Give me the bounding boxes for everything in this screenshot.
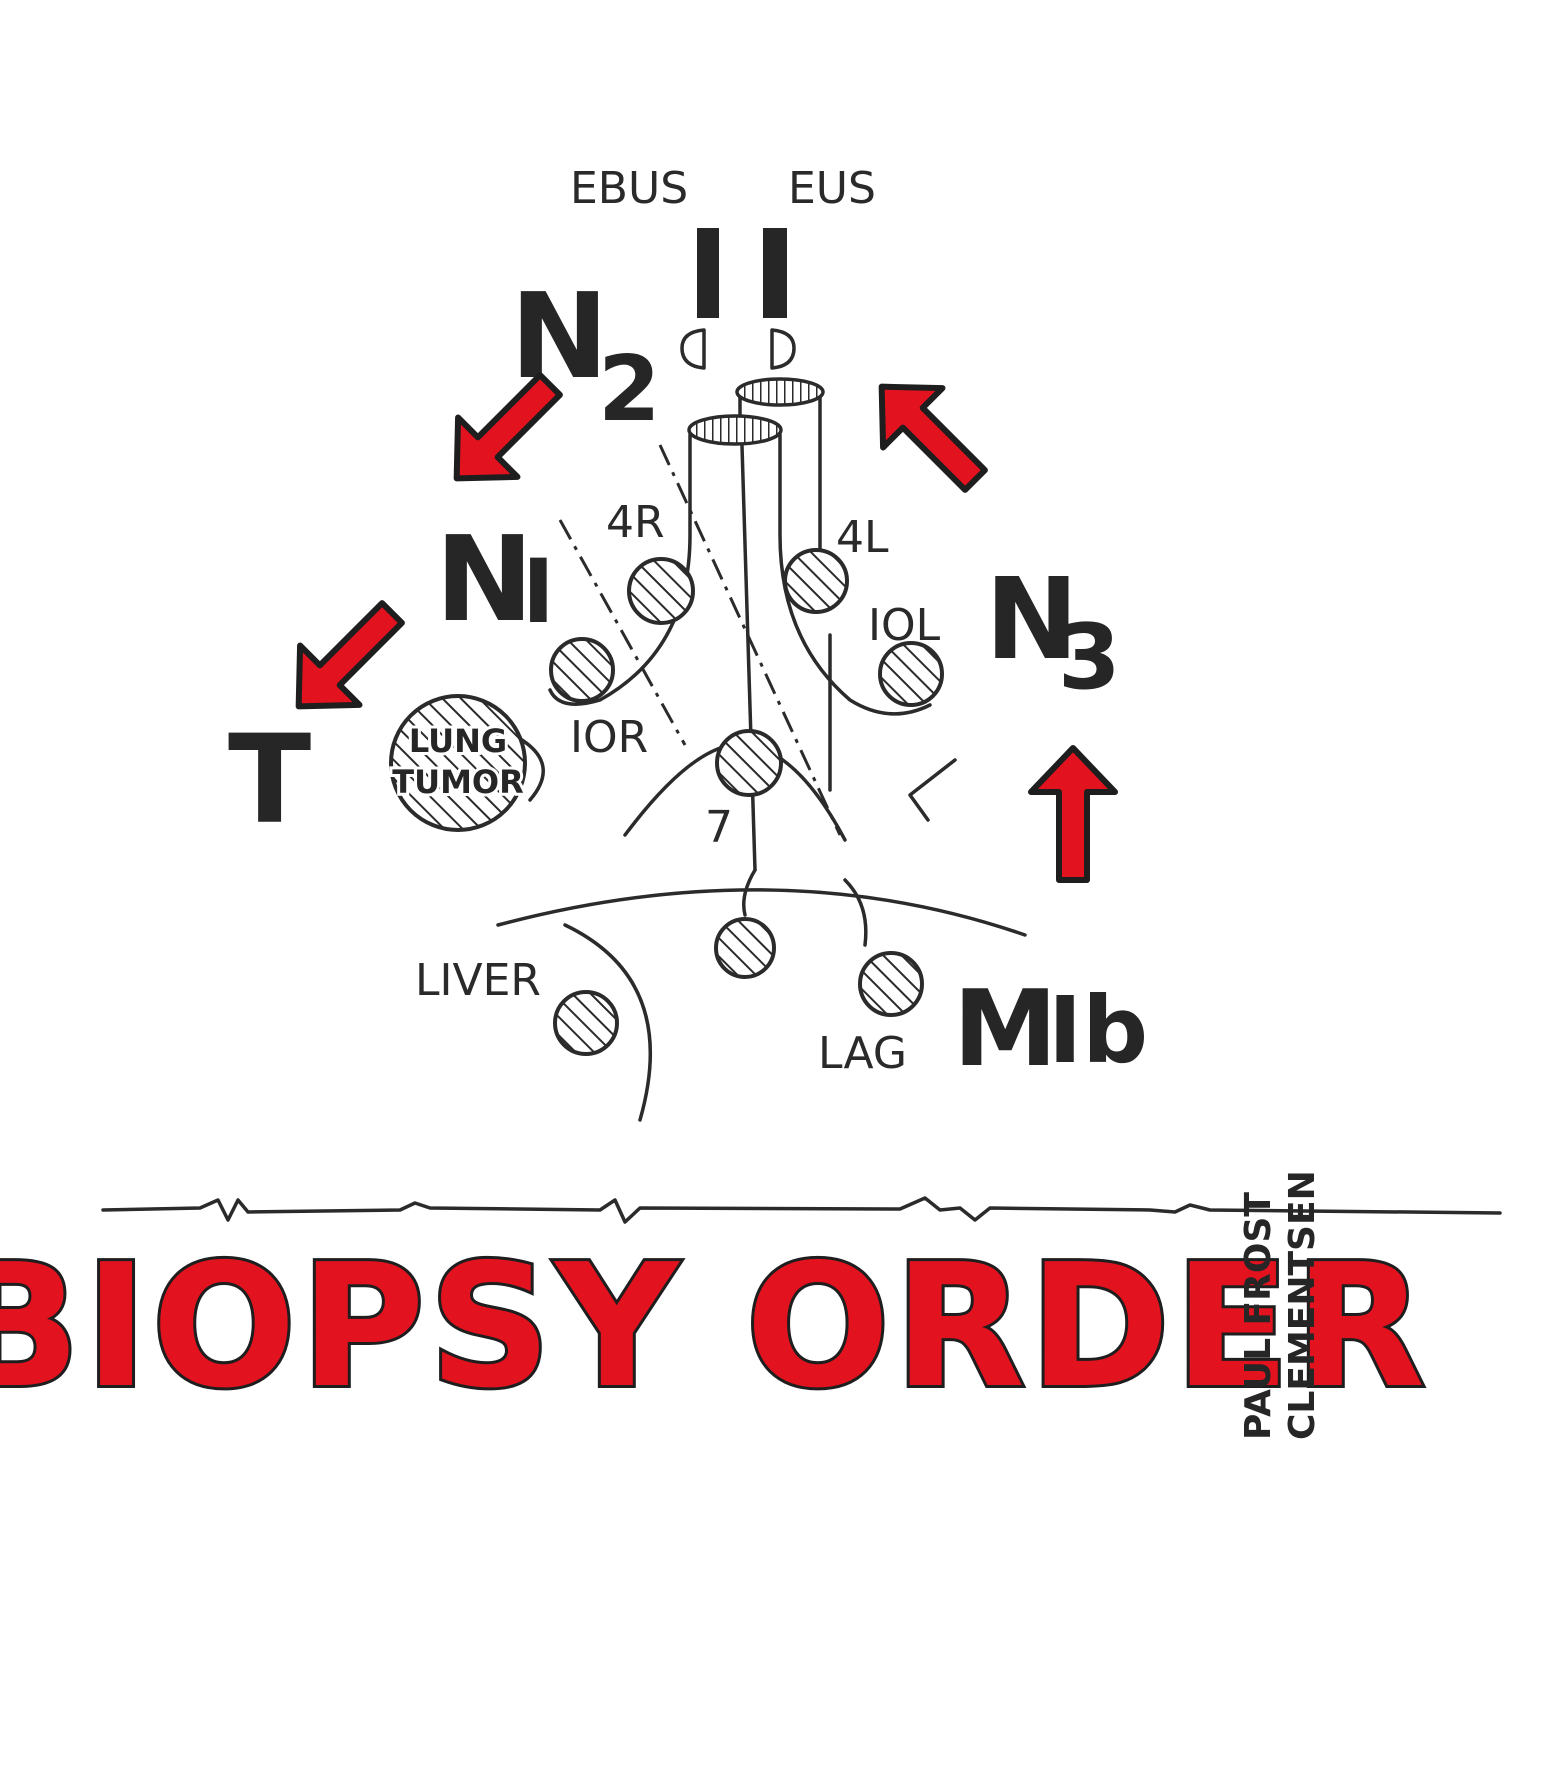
dash-line-center	[658, 444, 842, 836]
stage-n2: N 2	[510, 267, 661, 442]
stage-m1b-sub: Ib	[1048, 977, 1148, 1084]
title-biopsy-order: BIOPSY ORDER	[0, 1228, 1429, 1426]
station-10r-label: IOR	[570, 712, 648, 763]
station-10r-node	[549, 637, 615, 703]
station-4l-label: 4L	[836, 512, 889, 563]
tumor-label-line2: TUMOR	[392, 763, 524, 801]
station-4r-label: 4R	[606, 497, 665, 548]
arrow-n3-to-n2-icon	[878, 383, 988, 493]
stage-n2-sub: 2	[598, 337, 661, 442]
signature: PAUL FROST CLEMENTSEN	[1238, 1170, 1323, 1440]
arrow-m1b-to-n3-icon	[1028, 745, 1118, 883]
divider-line	[101, 1196, 1502, 1224]
stage-m1b-main: M	[953, 968, 1058, 1090]
liver-outline	[563, 923, 653, 1122]
diaphragm-line	[496, 888, 1027, 937]
station-4l-node	[783, 548, 849, 614]
stage-m1b: M Ib	[953, 968, 1148, 1090]
stage-t: T	[228, 709, 311, 851]
left-adrenal-node	[858, 951, 924, 1017]
stage-n1: N I	[435, 510, 555, 648]
dash-line-right	[558, 519, 687, 746]
aorta-mark	[908, 758, 957, 822]
stage-n1-sub: I	[522, 540, 555, 643]
stage-n3: N 3	[985, 555, 1121, 710]
ebus-label: EBUS	[570, 163, 688, 214]
station-4r-node	[627, 557, 695, 625]
signature-line1: PAUL FROST	[1238, 1192, 1279, 1440]
station-7-node	[715, 729, 783, 797]
esophagus-tube	[735, 377, 825, 552]
liver-label: LIVER	[415, 955, 541, 1006]
liver-node	[553, 990, 619, 1056]
lag-label: LAG	[818, 1028, 907, 1079]
lung-tumor: LUNG TUMOR	[389, 694, 545, 832]
stage-n1-main: N	[435, 510, 534, 648]
signature-line2: CLEMENTSEN	[1282, 1170, 1323, 1440]
stage-n3-main: N	[985, 555, 1079, 685]
station-10l-label: IOL	[868, 600, 941, 651]
arrow-n1-to-t-icon	[295, 600, 405, 710]
esophagus-lower-left	[742, 868, 757, 917]
eus-label: EUS	[788, 163, 876, 214]
eus-scope	[763, 228, 796, 370]
station-7-label: 7	[705, 802, 733, 853]
station-10l-node	[878, 641, 944, 707]
ebus-scope	[680, 228, 719, 370]
stage-n2-main: N	[510, 267, 609, 405]
esophagus-node	[714, 917, 776, 979]
arrow-n2-to-n1-icon	[453, 372, 563, 482]
stage-n3-sub: 3	[1058, 605, 1121, 710]
esophagus-lower-right	[843, 878, 868, 947]
tumor-label-line1: LUNG	[409, 722, 507, 760]
